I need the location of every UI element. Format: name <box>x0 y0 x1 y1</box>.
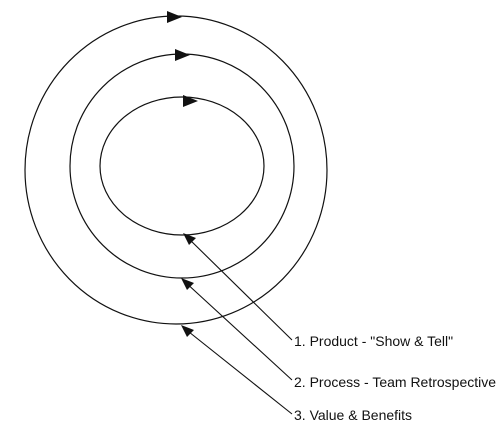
label-product: 1. Product - "Show & Tell" <box>294 333 453 349</box>
pointer-line-process <box>183 280 293 381</box>
outer-ring-direction-arrowhead <box>167 11 182 23</box>
pointer-arrowhead-product <box>183 233 196 245</box>
pointer-line-product <box>185 235 293 341</box>
pointer-arrowhead-value <box>181 325 194 337</box>
middle-ring <box>69 53 295 279</box>
middle-ring-direction-arrowhead <box>175 49 190 61</box>
label-process: 2. Process - Team Retrospective <box>294 374 496 390</box>
inner-ring-direction-arrowhead <box>183 95 198 107</box>
pointer-arrowhead-process <box>181 278 194 290</box>
pointer-line-value <box>183 327 293 415</box>
label-value-benefits: 3. Value & Benefits <box>294 407 412 423</box>
inner-ring <box>99 96 265 236</box>
